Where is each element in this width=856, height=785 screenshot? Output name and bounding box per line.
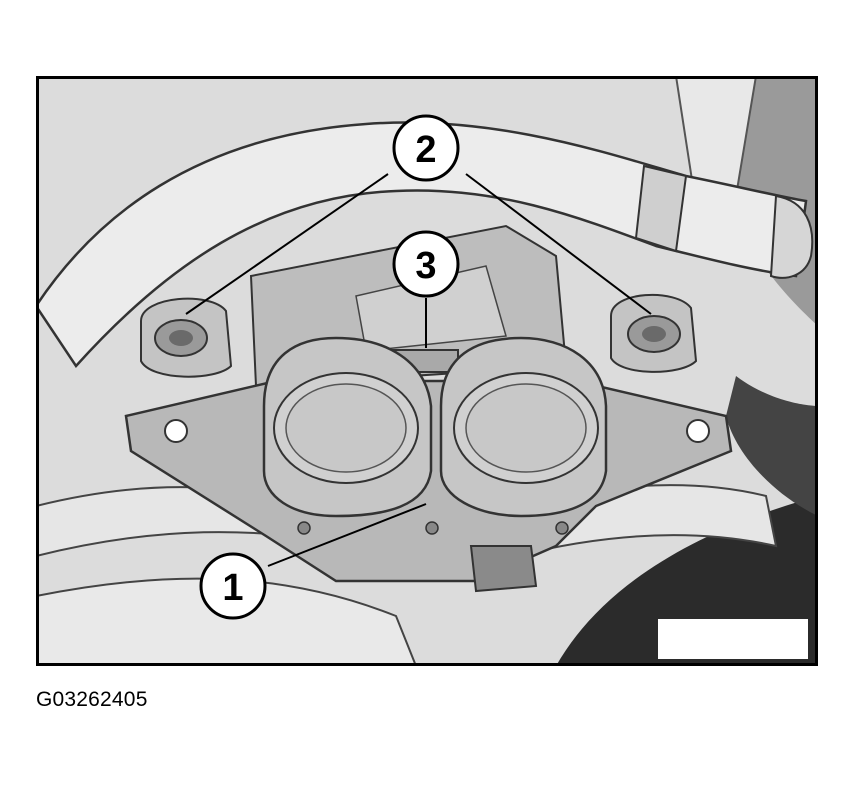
callout-2: 2 <box>392 114 460 182</box>
upper-frame-tube <box>36 121 808 369</box>
bracket-hole-left <box>164 419 188 443</box>
electrical-connector <box>469 545 538 593</box>
figure-border <box>36 76 818 666</box>
leader-lines <box>185 173 652 567</box>
bracket-hole-right <box>686 419 710 443</box>
tube-collar <box>634 164 688 253</box>
svg-text:2: 2 <box>415 129 436 171</box>
blank-label-box <box>658 619 808 659</box>
svg-text:1: 1 <box>222 567 243 609</box>
tube-end <box>769 194 814 279</box>
svg-text:3: 3 <box>415 245 436 287</box>
callout-3: 3 <box>392 230 460 298</box>
horn-left <box>262 336 433 518</box>
right-dark-part <box>726 376 818 516</box>
technical-illustration: 2 3 1 <box>36 76 818 666</box>
mounting-lug-left <box>140 297 233 378</box>
horn-right <box>439 336 608 518</box>
mounting-lug-right <box>610 293 698 373</box>
leader-line-1 <box>267 503 427 567</box>
leader-line-2-right <box>465 173 652 315</box>
leader-line-2-left <box>185 173 389 315</box>
figure-caption: G03262405 <box>36 688 148 711</box>
callout-1: 1 <box>199 552 267 620</box>
